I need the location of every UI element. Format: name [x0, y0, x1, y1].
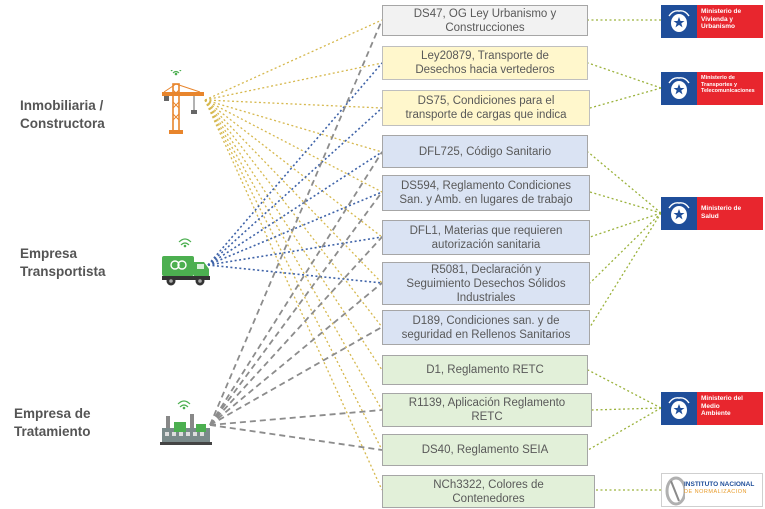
transportista-links — [207, 62, 383, 284]
ministry-label-line: Ministerio de — [701, 8, 742, 15]
regulation-text: RETC — [471, 411, 503, 423]
actor-empresa-transportista: Empresa Transportista — [20, 245, 106, 281]
ministry-label-line: Ambiente — [701, 410, 731, 417]
regulation-ds40: DS40, Reglamento SEIA — [382, 434, 588, 466]
regulation-text: D189, Condiciones san. y de — [412, 314, 560, 327]
ministry-label-line: Telecomunicaciones — [701, 88, 755, 94]
actor-label-line: Empresa de — [14, 406, 91, 421]
regulation-text: Contenedores — [452, 492, 525, 505]
regulation-d1: D1, Reglamento RETC — [382, 355, 588, 385]
truck-icon — [160, 238, 212, 293]
tratamiento-links — [209, 19, 383, 451]
actor-label-line: Inmobiliaria / — [20, 98, 104, 113]
ministry-links — [587, 19, 662, 491]
ministry-medio-ambiente-logo: Ministerio del Medio Ambiente — [661, 392, 763, 425]
regulation-text: R5081, Declaración y — [431, 263, 541, 276]
regulation-text: San. y Amb. en lugares de trabajo — [399, 194, 573, 206]
crane-icon — [160, 67, 206, 141]
regulation-text: D1, Reglamento RETC — [426, 364, 544, 376]
ministry-label-line: Medio — [701, 402, 720, 410]
regulation-text: DS40, Reglamento SEIA — [421, 444, 549, 456]
regulation-text: Seguimiento Desechos Sólidos — [406, 277, 566, 290]
ministry-label-line: Ministerio de — [701, 75, 735, 81]
regulation-text: Industriales — [456, 291, 516, 304]
regulation-text: DS594, Reglamento Condiciones — [400, 180, 572, 192]
regulation-text: Ley20879, Transporte de — [421, 50, 549, 62]
regulation-text: DFL1, Materias que requieren — [409, 224, 563, 237]
ministry-label: Ministerio de Salud — [701, 205, 761, 220]
regulation-text: transporte de cargas que indica — [405, 109, 567, 121]
inn-logo-icon — [665, 476, 685, 506]
ministry-salud-logo: Ministerio de Salud — [661, 197, 763, 230]
chile-coat-of-arms-icon — [668, 397, 690, 419]
factory-icon — [160, 400, 212, 451]
ministry-label-line: Urbanismo — [701, 23, 735, 30]
actor-empresa-tratamiento: Empresa de Tratamiento — [14, 405, 91, 441]
instituto-nacional-normalizacion-logo: INSTITUTO NACIONAL DE NORMALIZACION — [661, 473, 763, 507]
ministry-label-line: Transportes y — [701, 81, 738, 88]
constructora-links — [204, 19, 383, 491]
ministry-transportes-logo: Ministerio de Transportes y Telecomunica… — [661, 72, 763, 105]
regulation-ds75: DS75, Condiciones para el transporte de c… — [382, 90, 590, 126]
actor-label-line: Tratamiento — [14, 424, 91, 439]
chile-coat-of-arms-icon — [668, 202, 690, 224]
ministry-label-line: Vivienda y — [701, 15, 734, 23]
actor-label-line: Transportista — [20, 264, 106, 279]
ministry-label-line: Ministerio del — [701, 395, 743, 402]
ministry-label: Ministerio de Transportes y Telecomunica… — [701, 75, 761, 95]
regulation-text: DS47, OG Ley Urbanismo y — [413, 7, 557, 20]
ministry-label-line: Salud — [701, 212, 719, 220]
regulation-text: seguridad en Rellenos Sanitarios — [401, 328, 571, 341]
regulation-text: DFL725, Código Sanitario — [418, 145, 552, 158]
ministry-label: Ministerio de Vivienda y Urbanismo — [701, 8, 761, 31]
chile-coat-of-arms-icon — [668, 77, 690, 99]
ministry-label: Ministerio del Medio Ambiente — [701, 395, 761, 418]
regulation-dfl725: DFL725, Código Sanitario — [382, 135, 588, 168]
actor-label-line: Empresa — [20, 246, 78, 261]
regulation-text: DS75, Condiciones para el — [417, 95, 555, 107]
actor-label-line: Constructora — [20, 116, 105, 131]
regulation-ley20879: Ley20879, Transporte de Desechos hacia ve… — [382, 46, 588, 80]
regulation-text: R1139, Aplicación Reglamento — [408, 397, 566, 409]
inn-label-line1: INSTITUTO NACIONAL — [684, 481, 755, 488]
regulation-text: Construcciones — [445, 21, 525, 34]
regulation-text: autorización sanitaria — [431, 238, 541, 251]
actor-inmobiliaria-constructora: Inmobiliaria / Constructora — [20, 97, 105, 133]
ministry-label-line: Ministerio de — [701, 205, 742, 212]
regulation-text: NCh3322, Colores de — [433, 478, 544, 491]
regulation-text: Desechos hacia vertederos — [415, 64, 555, 76]
inn-label-line2: DE NORMALIZACION — [684, 489, 748, 495]
ministry-vivienda-urbanismo-logo: Ministerio de Vivienda y Urbanismo — [661, 5, 763, 38]
chile-coat-of-arms-icon — [668, 10, 690, 32]
